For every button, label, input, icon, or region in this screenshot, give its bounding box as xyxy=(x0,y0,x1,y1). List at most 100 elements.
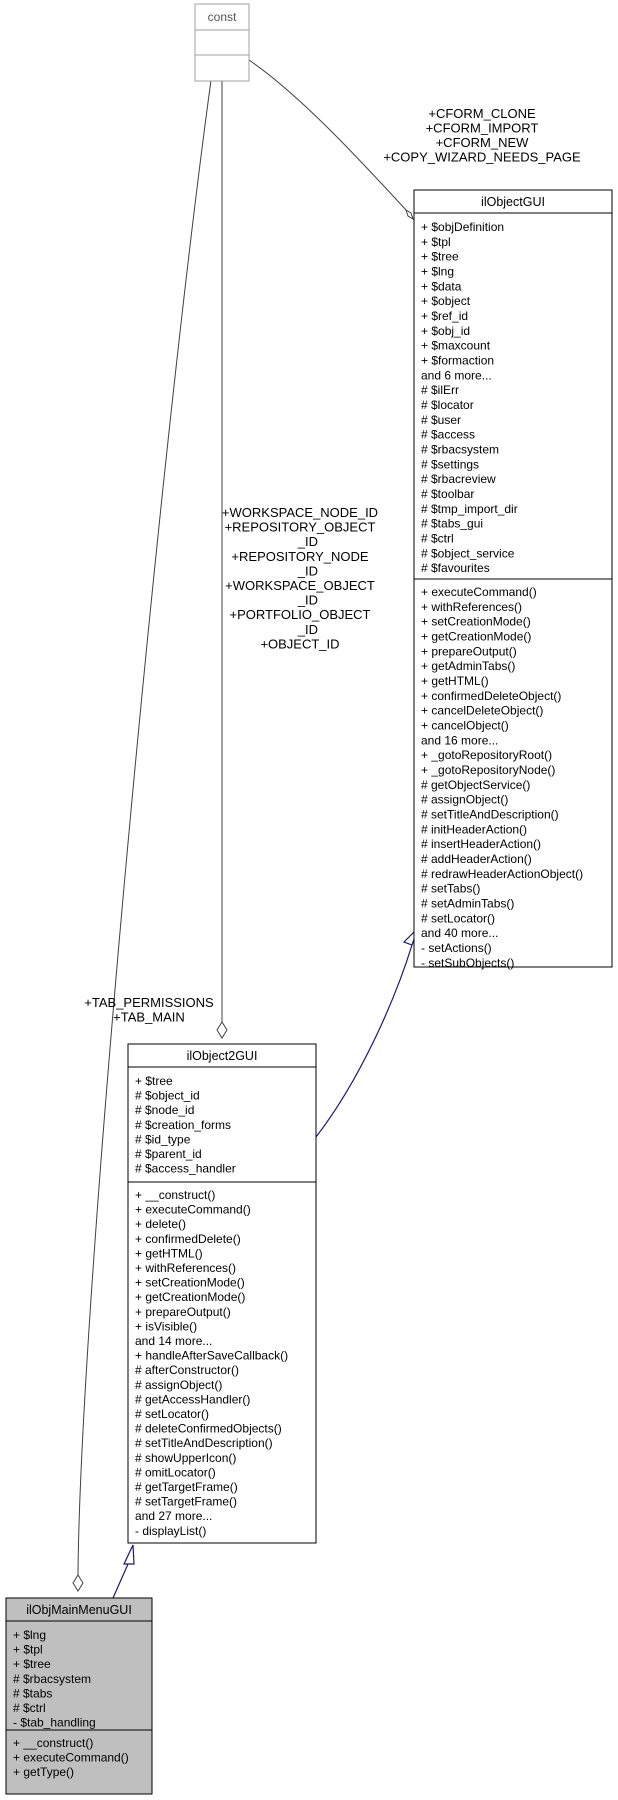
edge-label: +COPY_WIZARD_NEEDS_PAGE xyxy=(383,150,581,165)
class-attribute: + $tpl xyxy=(13,1643,43,1657)
edge-label: +PORTFOLIO_OBJECT xyxy=(230,607,371,622)
class-attribute: # $user xyxy=(421,413,461,427)
class-attribute: + $obj_id xyxy=(421,324,470,338)
edge-label: +TAB_PERMISSIONS xyxy=(84,995,214,1010)
edge-label: +TAB_MAIN xyxy=(113,1010,185,1025)
class-method: and 27 more... xyxy=(135,1509,212,1523)
class-attribute: + $tree xyxy=(135,1074,173,1088)
edge-label: +CFORM_IMPORT xyxy=(426,121,539,136)
class-method: # afterConstructor() xyxy=(135,1363,239,1377)
const-box[interactable]: const xyxy=(194,3,250,82)
class-method: + setCreationMode() xyxy=(135,1276,245,1290)
class-attribute: + $objDefinition xyxy=(421,220,504,234)
class-method: + getCreationMode() xyxy=(135,1290,245,1304)
class-attribute: # $access xyxy=(421,428,475,442)
class-method: # initHeaderAction() xyxy=(421,822,527,836)
edge-const-ilObjectGUI xyxy=(248,59,407,211)
class-attribute: # $tabs xyxy=(13,1686,52,1700)
class-method: # addHeaderAction() xyxy=(421,852,532,866)
edge-ilObject2GUI-ilObjectGUI xyxy=(315,944,413,1138)
class-method: # getAccessHandler() xyxy=(135,1392,250,1406)
class-method: # setAdminTabs() xyxy=(421,896,514,910)
class-attribute: # $rbacsystem xyxy=(421,442,499,456)
class-attribute: + $tpl xyxy=(421,235,451,249)
class-method: + withReferences() xyxy=(421,600,522,614)
edge-const-ilObjMainMenuGUI xyxy=(77,72,213,1576)
edge-label: _ID xyxy=(297,534,318,549)
class-method: # setTitleAndDescription() xyxy=(421,807,559,821)
class-attribute: + $data xyxy=(421,279,462,293)
class-method: and 40 more... xyxy=(421,926,498,940)
class-attribute: # $rbacreview xyxy=(421,472,496,486)
labels-const-ilObjectGUI: +CFORM_CLONE+CFORM_IMPORT+CFORM_NEW+COPY… xyxy=(383,106,581,165)
class-method: # redrawHeaderActionObject() xyxy=(421,867,583,881)
class-method: + _gotoRepositoryRoot() xyxy=(421,748,552,762)
attribute-list-ilObjectGUI: + $objDefinition+ $tpl+ $tree+ $lng+ $da… xyxy=(421,220,518,575)
class-attribute: # $tabs_gui xyxy=(421,517,483,531)
class-attribute: # $access_handler xyxy=(135,1162,236,1176)
class-method: and 16 more... xyxy=(421,733,498,747)
method-list-ilObjMainMenuGUI: + __construct()+ executeCommand()+ getTy… xyxy=(13,1736,129,1779)
class-method: + __construct() xyxy=(135,1188,215,1202)
class-attribute: # $tmp_import_dir xyxy=(421,502,518,516)
edge-label: +CFORM_CLONE xyxy=(428,106,536,121)
edge-label: +REPOSITORY_NODE xyxy=(231,549,368,564)
class-method: + getAdminTabs() xyxy=(421,659,515,673)
diamond-ilObject2GUI xyxy=(216,1021,228,1039)
class-method: + setCreationMode() xyxy=(421,615,531,629)
class-attribute: # $ctrl xyxy=(13,1701,46,1715)
edge-ilObjMainMenuGUI-ilObject2GUI xyxy=(112,1563,129,1599)
diamond-ilObjMainMenuGUI xyxy=(72,1574,84,1592)
class-title-ilObjectGUI: ilObjectGUI xyxy=(481,195,545,209)
class-attribute: + $maxcount xyxy=(421,339,491,353)
class-method: + getCreationMode() xyxy=(421,629,531,643)
inheritance-arrow-ilObject2GUI xyxy=(123,1544,135,1565)
attribute-list-ilObject2GUI: + $tree# $object_id# $node_id# $creation… xyxy=(135,1074,236,1176)
attribute-list-ilObjMainMenuGUI: + $lng+ $tpl+ $tree# $rbacsystem# $tabs#… xyxy=(13,1628,96,1730)
class-title-ilObject2GUI: ilObject2GUI xyxy=(187,1049,258,1063)
edge-label: +OBJECT_ID xyxy=(260,636,339,651)
class-method: + prepareOutput() xyxy=(421,644,517,658)
class-attribute: + $formaction xyxy=(421,353,494,367)
class-method: + executeCommand() xyxy=(13,1751,129,1765)
class-attribute: + $object xyxy=(421,294,471,308)
class-attribute: # $object_id xyxy=(135,1089,200,1103)
class-title-ilObjMainMenuGUI: ilObjMainMenuGUI xyxy=(26,1603,132,1617)
class-method: # assignObject() xyxy=(421,793,508,807)
class-attribute: + $tree xyxy=(13,1657,51,1671)
edge-label: +WORKSPACE_NODE_ID xyxy=(222,505,378,520)
class-method: # getObjectService() xyxy=(421,778,530,792)
class-attribute: # $ctrl xyxy=(421,531,454,545)
class-attribute: # $rbacsystem xyxy=(13,1672,91,1686)
edge-label: _ID xyxy=(297,593,318,608)
class-ilObjMainMenuGUI[interactable]: ilObjMainMenuGUI + $lng+ $tpl+ $tree# $r… xyxy=(5,1597,153,1795)
class-method: # showUpperIcon() xyxy=(135,1451,236,1465)
class-method: # setTargetFrame() xyxy=(135,1495,237,1509)
class-method: + delete() xyxy=(135,1217,186,1231)
class-method: + executeCommand() xyxy=(135,1203,251,1217)
class-ilObject2GUI[interactable]: ilObject2GUI + $tree# $object_id# $node_… xyxy=(127,1043,317,1544)
edge-label: _ID xyxy=(297,563,318,578)
class-method: + handleAfterSaveCallback() xyxy=(135,1349,288,1363)
class-method: + getType() xyxy=(13,1765,74,1779)
class-method: # deleteConfirmedObjects() xyxy=(135,1422,282,1436)
class-method: # setLocator() xyxy=(135,1407,209,1421)
class-attribute: # $favourites xyxy=(421,561,490,575)
class-attribute: # $toolbar xyxy=(421,487,474,501)
edge-label: +WORKSPACE_OBJECT xyxy=(225,578,375,593)
class-method: + getHTML() xyxy=(135,1246,203,1260)
class-method: + confirmedDeleteObject() xyxy=(421,689,561,703)
diamond-ilObjectGUI xyxy=(405,208,414,221)
method-list-ilObjectGUI: + executeCommand()+ withReferences()+ se… xyxy=(421,585,583,970)
class-method: + isVisible() xyxy=(135,1319,197,1333)
class-method: # setTabs() xyxy=(421,882,480,896)
class-ilObjectGUI[interactable]: ilObjectGUI + $objDefinition+ $tpl+ $tre… xyxy=(413,189,613,970)
method-list-ilObject2GUI: + __construct()+ executeCommand()+ delet… xyxy=(135,1188,288,1538)
class-attribute: # $creation_forms xyxy=(135,1118,231,1132)
class-attribute: # $settings xyxy=(421,457,479,471)
class-method: + getHTML() xyxy=(421,674,489,688)
class-method: + prepareOutput() xyxy=(135,1305,231,1319)
class-attribute: and 6 more... xyxy=(421,368,492,382)
edge-label: +REPOSITORY_OBJECT xyxy=(225,520,376,535)
